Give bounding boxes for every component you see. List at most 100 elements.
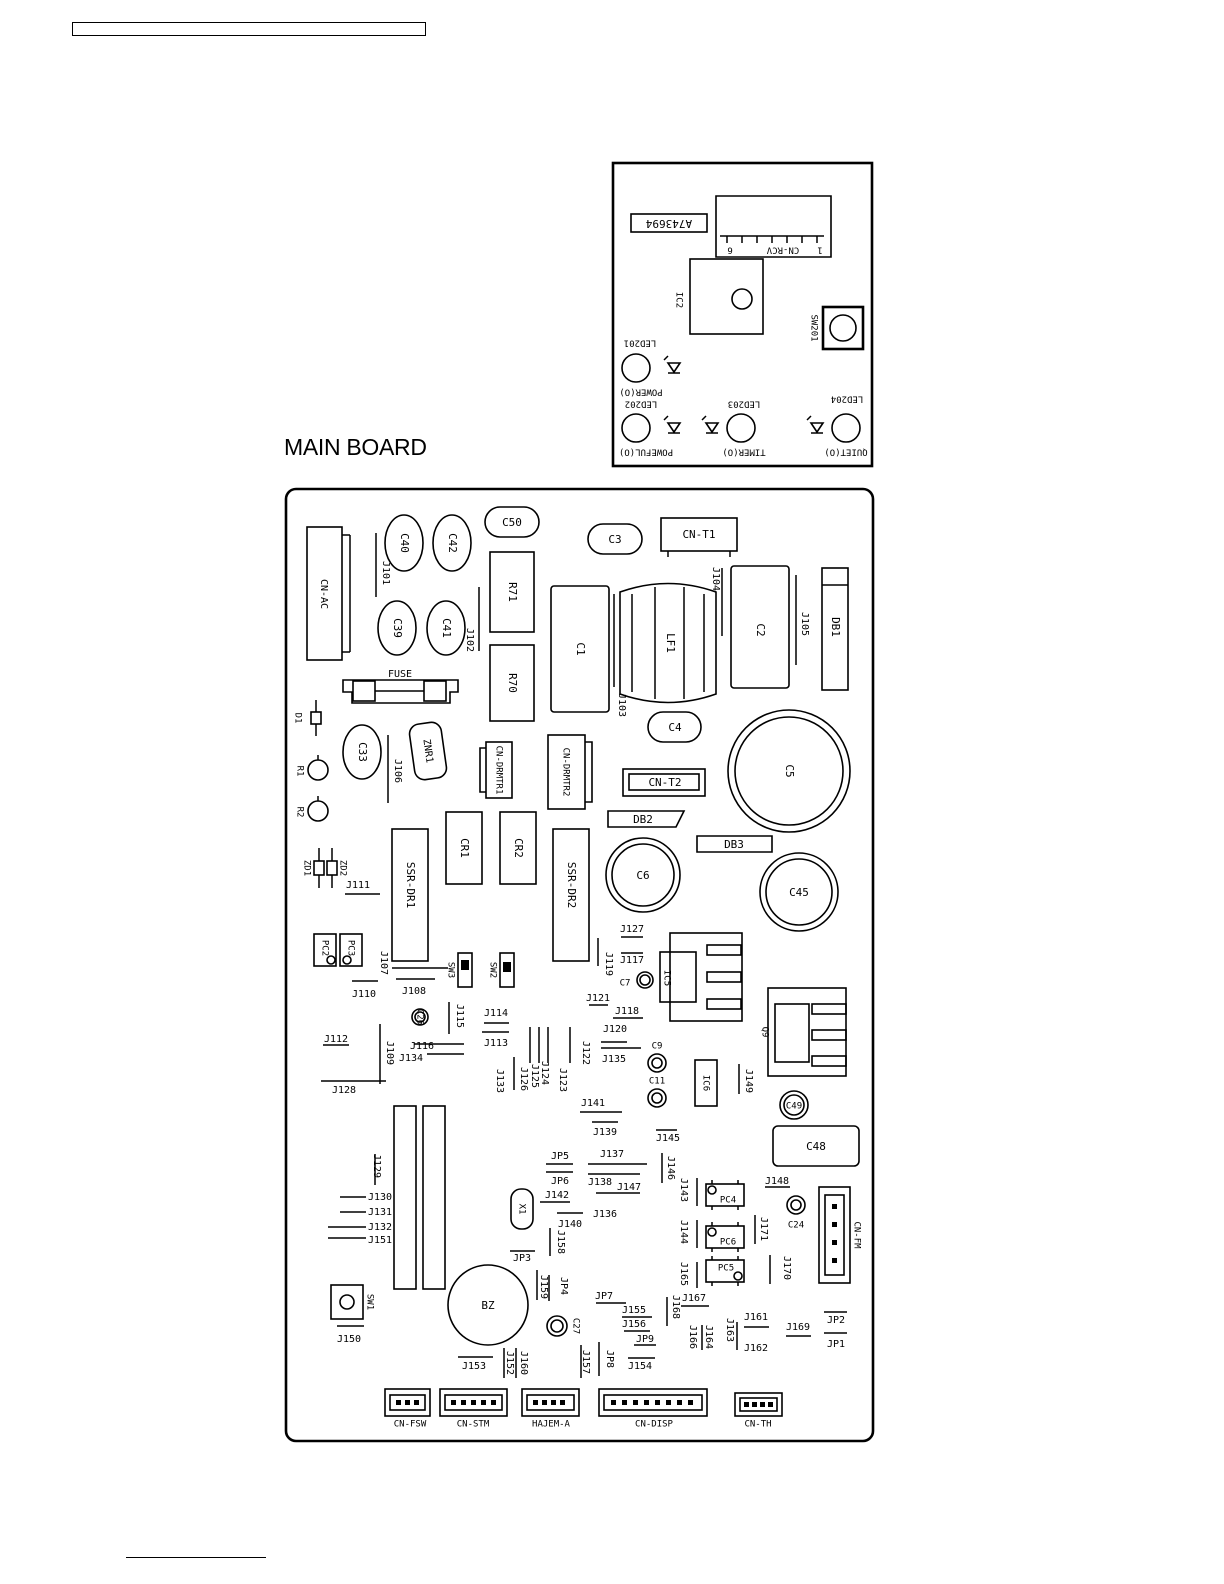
ic2-body: [689, 258, 764, 335]
j149-label: J149: [743, 1069, 754, 1093]
c2-body: [730, 565, 790, 689]
d1-label: D1: [293, 713, 303, 724]
j135-label: J135: [602, 1054, 626, 1065]
cn-fm-body: [818, 1186, 851, 1284]
led202-symbol: [663, 415, 682, 434]
ic2-mark: [731, 288, 753, 310]
cn-stm-body: [439, 1388, 508, 1417]
led203-caption: TIMER(O): [722, 447, 765, 457]
ic5-body: [659, 932, 743, 1022]
j171-label: J171: [758, 1217, 769, 1241]
c6-label: C6: [636, 869, 649, 882]
c2-label: C2: [754, 623, 767, 636]
c33-body: [342, 724, 382, 780]
c24-body: [786, 1195, 806, 1215]
cn-th-label: CN-TH: [744, 1420, 771, 1430]
c5-body: [727, 709, 851, 833]
c27-label: C27: [571, 1318, 581, 1334]
c39-body: [377, 600, 417, 656]
led204-caption: QUIET(O): [824, 447, 867, 457]
j154-label: J154: [628, 1361, 652, 1372]
fuse-body: [342, 679, 459, 704]
cn-t2-label: CN-T2: [648, 776, 681, 789]
ic2-label: IC2: [674, 292, 684, 308]
lf1-label: LF1: [664, 633, 677, 653]
cr1-label: CR1: [458, 838, 471, 858]
j106-label: J106: [392, 759, 403, 783]
cr1-body: [445, 811, 483, 885]
c49-body: [779, 1090, 809, 1120]
c39-label: C39: [391, 618, 404, 638]
pc2-body: [313, 933, 337, 967]
ic6-label: IC6: [701, 1075, 711, 1091]
bz-body: [447, 1264, 529, 1346]
jp5-label: JP5: [551, 1151, 569, 1162]
j147-label: J147: [617, 1182, 641, 1193]
sw1-label: SW1: [365, 1294, 375, 1310]
j116-label: J116: [410, 1041, 434, 1052]
c45-body: [759, 852, 839, 932]
c9-body: [647, 1053, 667, 1073]
led203-symbol: [701, 415, 720, 434]
cn-t1-body: [660, 517, 738, 552]
terminal-strip-right: [422, 1105, 446, 1290]
cn-rcv-pin-first: 1: [817, 245, 822, 255]
terminal-strip-left: [393, 1105, 417, 1290]
j130-label: J130: [368, 1192, 392, 1203]
header-box: [72, 22, 426, 36]
footer-rule: [126, 1557, 266, 1558]
c11-body: [647, 1088, 667, 1108]
j155-label: J155: [622, 1305, 646, 1316]
j145-label: J145: [656, 1133, 680, 1144]
c45-label: C45: [789, 886, 809, 899]
r71-body: [489, 551, 535, 633]
led202-caption: POWEFUL(O): [619, 447, 673, 457]
main-board: CN-AC C40 C42 C50 C3 CN-T1 C39 C41 R71 R…: [284, 487, 875, 1443]
jp4-label: JP4: [558, 1277, 569, 1295]
page-title: MAIN BOARD: [284, 434, 427, 460]
cn-drmtr2-body: [547, 734, 586, 810]
led202-pad: [621, 413, 651, 443]
c49-label: C49: [786, 1102, 802, 1112]
jp1-label: JP1: [827, 1339, 845, 1350]
j136-label: J136: [593, 1209, 617, 1220]
c5-label: C5: [783, 764, 796, 777]
j137-label: J137: [600, 1149, 624, 1160]
j166-label: J166: [687, 1325, 698, 1349]
j104-label: J104: [710, 567, 721, 591]
j102-label: J102: [464, 628, 475, 652]
cr2-body: [499, 811, 537, 885]
j151-label: J151: [368, 1235, 392, 1246]
cn-rcv-pins: [720, 235, 824, 243]
sw3-body: [457, 952, 473, 988]
cn-drmtr1-body: [485, 741, 513, 799]
lf1-body: [619, 582, 717, 704]
j114-label: J114: [484, 1008, 508, 1019]
hajem-a-label: HAJEM-A: [532, 1420, 571, 1430]
db2-label: DB2: [633, 813, 653, 826]
j153-label: J153: [462, 1361, 486, 1372]
j131-label: J131: [368, 1207, 392, 1218]
j152-label: J152: [504, 1351, 515, 1375]
jumper-labels: J101 J102 J103 J104 J105 J106 J107 J108 …: [324, 561, 845, 1375]
j167-label: J167: [682, 1293, 706, 1304]
c48-body: [772, 1125, 860, 1167]
j138-label: J138: [588, 1177, 612, 1188]
pc5-label: PC5: [718, 1264, 734, 1274]
led201-label: LED201: [624, 338, 657, 348]
c40-body: [384, 514, 424, 572]
led201-pad: [621, 353, 651, 383]
j109-label: J109: [384, 1041, 395, 1065]
cn-rcv-connector: [715, 195, 832, 258]
c1-body: [550, 585, 610, 713]
cn-fm-label: CN-FM: [852, 1221, 862, 1249]
jp8-label: JP8: [604, 1350, 615, 1368]
j168-label: J168: [670, 1295, 681, 1319]
j142-label: J142: [545, 1190, 569, 1201]
j148-label: J148: [765, 1176, 789, 1187]
j108-label: J108: [402, 986, 426, 997]
led201-caption: POWER(O): [619, 387, 662, 397]
cn-disp-body: [598, 1388, 708, 1417]
jumper-lines: [321, 533, 847, 1378]
c40-label: C40: [398, 533, 411, 553]
